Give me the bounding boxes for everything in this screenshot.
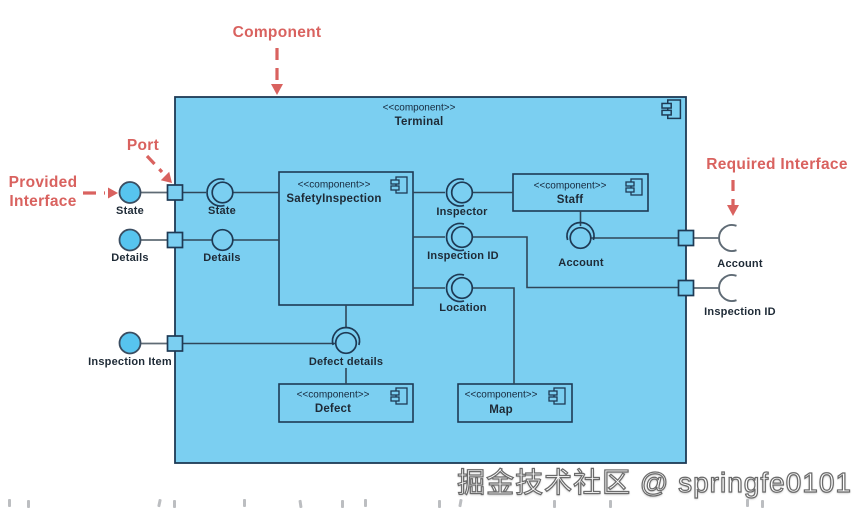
terminal-component-box [174, 96, 687, 464]
provided-ball-inspection-item [118, 331, 142, 355]
socket-inspector [445, 178, 465, 207]
label-location: Location [439, 302, 487, 314]
port-inspection-id [677, 279, 695, 297]
component-icon [661, 99, 682, 120]
annotation-provided-interface: Provided Interface [9, 173, 78, 211]
port-account [677, 229, 695, 247]
component-icon [548, 387, 566, 405]
label-required-inspection-id: Inspection ID [704, 306, 776, 318]
port-arrow [145, 154, 164, 174]
required-socket-account [718, 224, 737, 252]
annotation-provided-line2: Interface [9, 193, 77, 210]
internal-connectors [182, 191, 679, 384]
terminal-name: Terminal [394, 116, 444, 128]
terminal-stereotype: <<component>> [382, 102, 456, 114]
required-socket-inspection-id [718, 274, 737, 302]
safety-inspection-name: SafetyInspection [286, 193, 382, 205]
label-inspector: Inspector [436, 206, 488, 218]
defect-stereotype: <<component>> [296, 389, 370, 401]
internal-balls [211, 181, 592, 355]
label-defect-details: Defect details [308, 356, 384, 368]
socket-defect-details [331, 326, 361, 346]
staff-stereotype: <<component>> [533, 180, 607, 192]
annotation-required-interface: Required Interface [706, 156, 848, 173]
socket-inspection-id [445, 222, 465, 252]
ball-account [569, 226, 592, 250]
ball-defect-details [334, 331, 358, 355]
ball-inspection-id [450, 225, 474, 249]
label-internal-details: Details [203, 252, 241, 264]
provided-interface-balls [118, 181, 142, 355]
component-icon [390, 176, 408, 194]
port-state [166, 184, 184, 201]
socket-location [445, 273, 465, 303]
external-connectors [140, 191, 719, 345]
annotation-component: Component [232, 24, 322, 41]
ball-inspector [450, 181, 474, 204]
provided-ball-state [118, 181, 142, 204]
label-internal-state: State [208, 205, 236, 217]
label-provided-details: Details [111, 252, 149, 264]
defect-name: Defect [314, 403, 352, 415]
map-stereotype: <<component>> [464, 389, 538, 401]
component-icon [625, 178, 643, 196]
ball-location [450, 276, 474, 300]
socket-account [566, 221, 595, 241]
annotation-provided-line1: Provided [8, 174, 78, 191]
safety-inspection-box [278, 171, 414, 306]
label-provided-state: State [116, 205, 144, 217]
label-internal-inspection-id: Inspection ID [427, 250, 499, 262]
safety-inspection-stereotype: <<component>> [297, 179, 371, 191]
ports [166, 184, 695, 352]
required-interface-sockets [718, 224, 737, 302]
label-provided-inspection-item: Inspection Item [88, 356, 172, 368]
annotation-port: Port [126, 137, 160, 154]
map-box [457, 383, 573, 423]
annotation-arrows [83, 48, 739, 216]
watermark-text: 掘金技术社区 @ springfe0101 [457, 466, 852, 498]
map-name: Map [489, 404, 513, 416]
defect-box [278, 383, 414, 423]
port-details [166, 231, 184, 249]
port-inspection-item [166, 335, 184, 352]
provided-ball-details [118, 228, 142, 252]
label-required-account: Account [717, 258, 763, 270]
component-icon [390, 387, 408, 405]
socket-state [206, 178, 225, 207]
staff-name: Staff [556, 194, 584, 206]
internal-sockets [206, 178, 595, 346]
ball-details [211, 228, 234, 252]
ball-state [211, 181, 234, 204]
label-internal-account: Account [558, 257, 604, 269]
